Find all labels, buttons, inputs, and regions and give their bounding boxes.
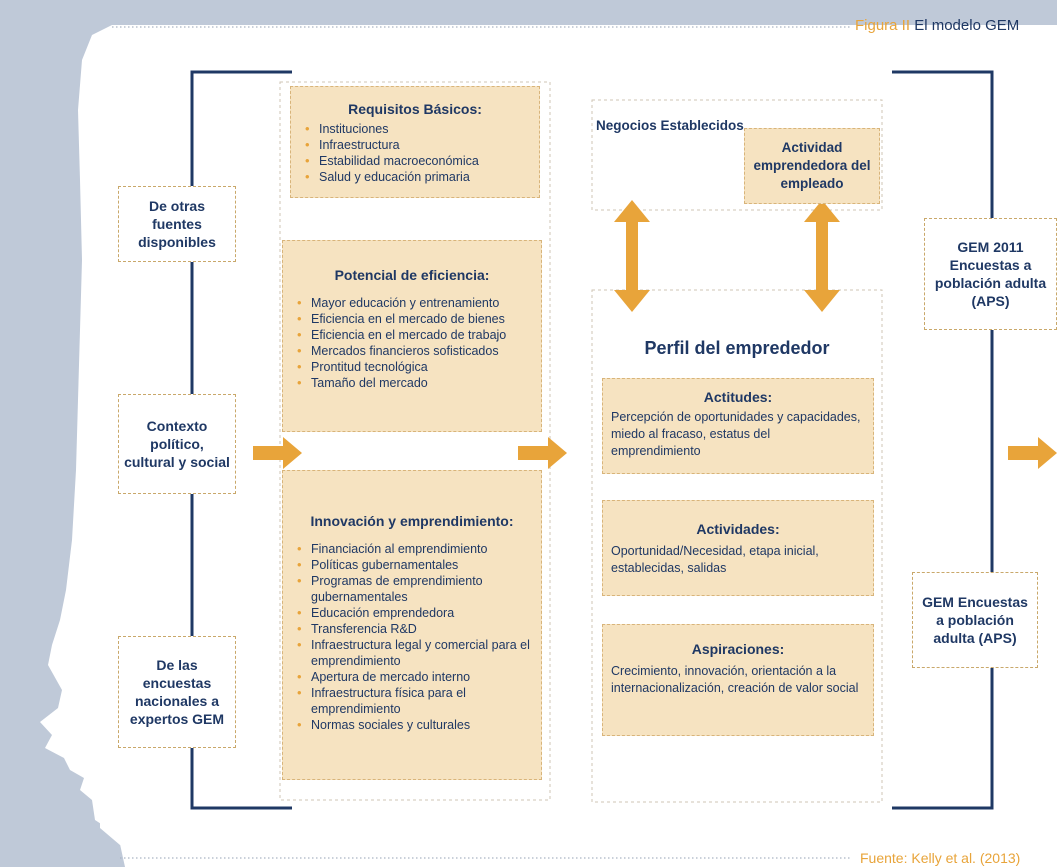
list-item: Educación emprendedora — [289, 605, 535, 621]
eficiencia-title: Potencial de eficiencia: — [334, 267, 490, 283]
actividades-title: Actividades: — [696, 521, 780, 537]
actitudes-title: Actitudes: — [703, 389, 773, 405]
figure-prefix: Figura II — [855, 17, 911, 34]
gem-aps-label: GEM Encuestas a población adulta (APS) — [922, 594, 1028, 646]
innovacion-list: Financiación al emprendimiento Políticas… — [289, 541, 535, 733]
source-other-box: De otras fuentes disponibles — [118, 186, 236, 262]
double-arrow-left — [614, 200, 650, 312]
negocios-outer-box — [591, 99, 883, 211]
aspiraciones-box: Aspiraciones: Crecimiento, innovación, o… — [602, 624, 874, 736]
list-item: Eficiencia en el mercado de bienes — [289, 311, 535, 327]
source-experts-box: De las encuestas nacionales a expertos G… — [118, 636, 236, 748]
list-item: Infraestructura física para el emprendim… — [289, 685, 511, 717]
right-bracket — [892, 70, 994, 810]
list-item: Infraestructura legal y comercial para e… — [289, 637, 535, 669]
center-outer-box — [591, 289, 883, 803]
figure-header: Figura II El modelo GEM — [855, 17, 1057, 39]
left-outer-box — [279, 81, 551, 801]
aspiraciones-text: Crecimiento, innovación, orientación a l… — [611, 664, 859, 695]
source-footer: Fuente: Kelly et al. (2013) — [860, 850, 1021, 866]
actitudes-text: Percepción de oportunidades y capacidade… — [611, 410, 861, 458]
actividades-text: Oportunidad/Necesidad, etapa inicial, es… — [611, 544, 819, 575]
gem-aps-box: GEM Encuestas a población adulta (APS) — [912, 572, 1038, 668]
list-item: Eficiencia en el mercado de trabajo — [289, 327, 535, 343]
requisitos-box: Requisitos Básicos: Instituciones Infrae… — [290, 86, 540, 198]
innovacion-box: Innovación y emprendimiento: Financiació… — [282, 470, 542, 780]
arrow-context-to-pillars — [253, 437, 302, 469]
list-item: Infraestructura — [297, 137, 533, 153]
list-item: Políticas gubernamentales — [289, 557, 535, 573]
source-other-label: De otras fuentes disponibles — [138, 198, 216, 250]
negocios-label: Negocios Establecidos — [596, 118, 776, 136]
aspiraciones-title: Aspiraciones: — [691, 641, 785, 657]
arrow-pillars-to-perfil — [518, 437, 567, 469]
source-context-box: Contexto político, cultural y social — [118, 394, 236, 494]
actividades-box: Actividades: Oportunidad/Necesidad, etap… — [602, 500, 874, 596]
list-item: Tamaño del mercado — [289, 375, 535, 391]
list-item: Normas sociales y culturales — [289, 717, 535, 733]
list-item: Apertura de mercado interno — [289, 669, 535, 685]
perfil-title: Perfil del emprededor — [644, 338, 830, 358]
list-item: Programas de emprendimiento gubernamenta… — [289, 573, 521, 605]
list-item: Mayor educación y entrenamiento — [289, 295, 535, 311]
arrow-output — [1008, 437, 1057, 469]
list-item: Salud y educación primaria — [297, 169, 533, 185]
figure-title: El modelo GEM — [914, 17, 1020, 34]
double-arrow-right — [804, 200, 840, 312]
eficiencia-list: Mayor educación y entrenamiento Eficienc… — [289, 295, 535, 391]
innovacion-title: Innovación y emprendimiento: — [310, 513, 514, 529]
actividad-empleado-label: Actividad emprendedora del empleado — [753, 140, 871, 191]
requisitos-list: Instituciones Infraestructura Estabilida… — [297, 121, 533, 185]
list-item: Estabilidad macroeconómica — [297, 153, 533, 169]
gem-2011-aps-box: GEM 2011 Encuestas a población adulta (A… — [924, 218, 1057, 330]
list-item: Instituciones — [297, 121, 533, 137]
list-item: Transferencia R&D — [289, 621, 535, 637]
gem-2011-aps-label: GEM 2011 Encuestas a población adulta (A… — [934, 239, 1047, 309]
actitudes-box: Actitudes: Percepción de oportunidades y… — [602, 378, 874, 474]
list-item: Financiación al emprendimiento — [289, 541, 535, 557]
requisitos-title: Requisitos Básicos: — [348, 101, 482, 117]
actividad-empleado-box: Actividad emprendedora del empleado — [744, 128, 880, 204]
source-experts-label: De las encuestas nacionales a expertos G… — [129, 657, 225, 727]
list-item: Mercados financieros sofisticados — [289, 343, 535, 359]
eficiencia-box: Potencial de eficiencia: Mayor educación… — [282, 240, 542, 432]
source-context-label: Contexto político, cultural y social — [124, 418, 230, 470]
inner-frame — [100, 42, 1057, 845]
list-item: Prontitud tecnológica — [289, 359, 535, 375]
